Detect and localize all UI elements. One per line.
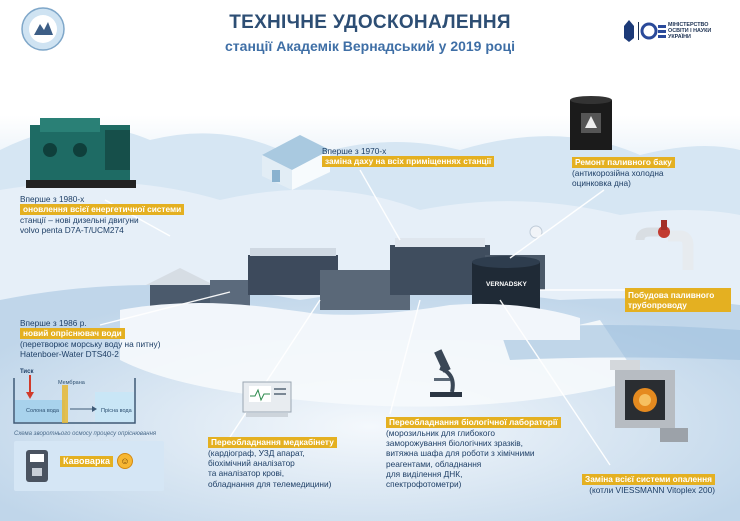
heating-highlight: Заміна всієї системи опалення <box>582 474 715 485</box>
energy-label: Вперше з 1980-х оновлення всієї енергети… <box>20 194 185 236</box>
medical-detail: (кардіограф, УЗД апарат, <box>208 448 305 458</box>
biolab-label: Переобладнання біологічної лабораторії (… <box>386 417 561 489</box>
energy-detail: volvo penta D7A-T/UCM274 <box>20 225 124 236</box>
membrane-label: Мембрана <box>58 380 86 386</box>
microscope-icon <box>430 349 462 397</box>
biolab-detail: реагентами, обладнання <box>386 458 482 469</box>
page-subtitle: станції Академік Вернадський у 2019 році <box>225 38 515 54</box>
pipeline-label: Побудова паливного трубопроводу <box>625 288 731 313</box>
medical-detail: обладнання для телемедицини) <box>208 478 332 489</box>
boiler-icon <box>610 360 688 442</box>
biolab-detail: для виділення ДНК, <box>386 468 463 479</box>
biolab-detail: заморожування біологічних зразків, <box>386 438 523 449</box>
roof-highlight: заміна даху на всіх приміщеннях станції <box>322 156 495 168</box>
tank-brand: VERNADSKY <box>486 281 527 288</box>
desal-since: Вперше з 1986 р. <box>20 318 87 328</box>
desal-highlight: новий опріснювач води <box>20 328 125 340</box>
roof-label: Вперше з 1970-х заміна даху на всіх прим… <box>322 146 495 168</box>
heating-detail: (котли VIESSMANN Vitoplex 200) <box>589 485 715 495</box>
pipeline-text: Побудова паливного <box>628 290 715 300</box>
medical-detail: біохімічний аналізатор <box>208 458 295 469</box>
ministry-logo <box>624 20 666 42</box>
desal-detail: (перетворює морську воду на питну) <box>20 339 161 350</box>
pipeline-text: трубопроводу <box>628 300 687 311</box>
tank-detail: оцинковка дна) <box>572 178 631 189</box>
fresh-water-label: Прісна вода <box>101 408 133 414</box>
ministry-name: МІНІСТЕРСТВО ОСВІТИ І НАУКИ УКРАЇНИ <box>668 22 728 40</box>
tank-highlight: Ремонт паливного баку <box>572 157 675 168</box>
desalinator-label: Вперше з 1986 р. новий опріснювач води (… <box>20 318 160 360</box>
biolab-detail: спектрофотометри) <box>386 479 462 490</box>
heating-label: Заміна всієї системи опалення (котли VIE… <box>582 474 715 495</box>
energy-detail: станції – нові дизельні двигуни <box>20 215 139 226</box>
energy-since: Вперше з 1980-х <box>20 194 85 204</box>
biolab-highlight: Переобладнання біологічної лабораторії <box>386 417 561 428</box>
ministry-line: ОСВІТИ І НАУКИ <box>668 28 712 34</box>
desal-detail: Hatenboer-Water DTS40-2 <box>20 349 119 360</box>
page-title: ТЕХНІЧНЕ УДОСКОНАЛЕННЯ <box>229 12 511 33</box>
pressure-label: Тиск <box>20 369 33 375</box>
ministry-line: МІНІСТЕРСТВО <box>668 22 709 28</box>
smiley-icon: ☺ <box>117 453 133 469</box>
desalination-diagram <box>13 375 136 424</box>
pipeline-icon <box>635 220 694 270</box>
medical-highlight: Переобладнання медкабінету <box>208 437 337 448</box>
salt-water-label: Солона вода <box>26 408 60 414</box>
energy-highlight: оновлення всієї енергетичної системи <box>20 204 185 216</box>
fuel-tank-icon <box>570 96 612 150</box>
medical-monitor-icon <box>242 381 292 417</box>
ministry-line: УКРАЇНИ <box>668 34 691 40</box>
house-icon <box>262 135 330 190</box>
roof-since: Вперше з 1970-х <box>322 146 387 156</box>
biolab-detail: витяжна шафа для роботи з хімічними <box>386 448 535 459</box>
coffee-card: Кавоварка ☺ <box>14 441 164 491</box>
medical-label: Переобладнання медкабінету (кардіограф, … <box>208 437 337 489</box>
coffee-highlight: Кавоварка <box>60 456 113 467</box>
diesel-generator-icon <box>26 118 136 188</box>
biolab-detail: (морозильник для глибокого <box>386 428 495 438</box>
header: ТЕХНІЧНЕ УДОСКОНАЛЕННЯ станції Академік … <box>150 12 590 54</box>
tank-detail: (антикорозійна холодна <box>572 168 664 178</box>
tank-label: Ремонт паливного баку (антикорозійна хол… <box>572 157 675 188</box>
station-logo <box>21 7 65 51</box>
medical-detail: та аналізатор крові, <box>208 468 285 479</box>
coffee-machine-icon <box>26 450 48 482</box>
diagram-caption: Схема зворотнього осмосу процесу опрісню… <box>14 431 157 437</box>
